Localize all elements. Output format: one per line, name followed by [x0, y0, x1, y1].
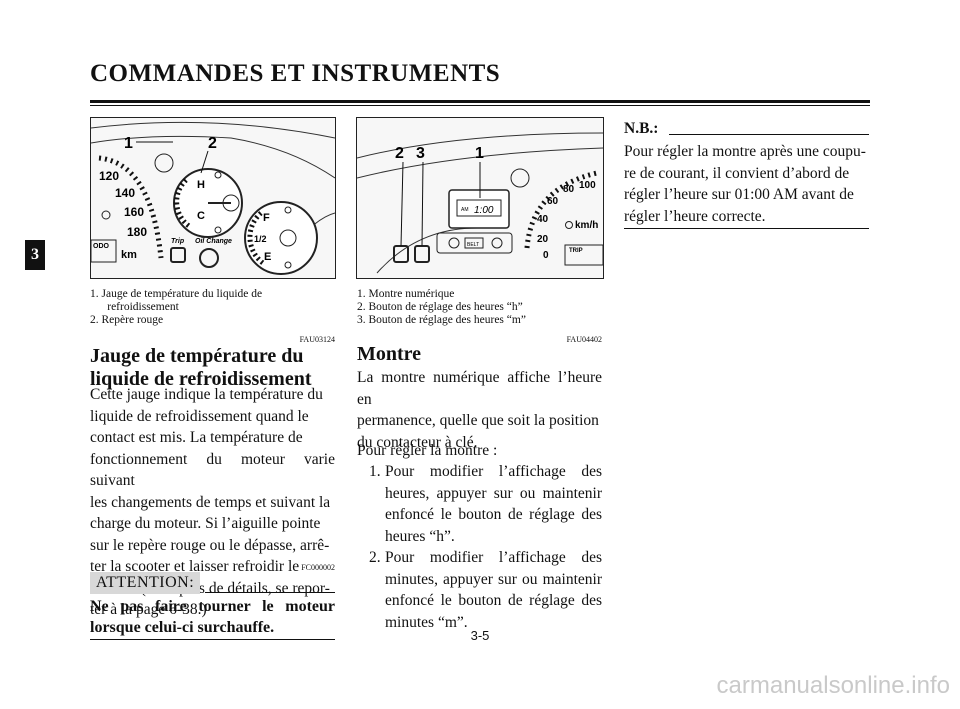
speed-label-100: 100 [579, 180, 596, 191]
text-line: contact est mis. La température de [90, 429, 303, 446]
text-line: permanence, quelle que soit la position [357, 412, 599, 429]
nb-rule [669, 134, 869, 135]
caption-line: 3. Bouton de réglage des heures “m” [357, 314, 526, 326]
text-line: régler l’heure sur 01:00 AM avant de [624, 186, 854, 203]
step-text: Pour modifier l’affichage des heures, ap… [385, 461, 602, 547]
nb-header: N.B.: [624, 120, 869, 142]
text-line: les changements de temps et suivant la [90, 493, 331, 511]
attention-rule [205, 592, 335, 593]
step-line: Pour modifier l’affichage des [385, 549, 602, 566]
caption-line: 1. Jauge de température du liquide de [90, 288, 263, 300]
attention-code: FC000002 [301, 563, 335, 572]
callout-3: 3 [416, 145, 425, 162]
trip-button-label: Trip [171, 238, 185, 245]
gauge-label-h: H [197, 179, 205, 191]
oil-change-label: Oil Change [195, 238, 232, 245]
text-line: charge du moteur. Si l’aiguille pointe [90, 515, 321, 532]
section-code: FAU03124 [299, 335, 335, 344]
watermark: carmanualsonline.info [716, 672, 950, 699]
nb-paragraph: Pour régler la montre après une coupu- r… [624, 141, 869, 227]
section-code: FAU04402 [566, 335, 602, 344]
clock-paragraph: La montre numérique affiche l’heure en p… [357, 367, 602, 453]
nb-label: N.B.: [624, 120, 659, 137]
text-line: régler l’heure correcte. [624, 207, 766, 225]
speed-label-20: 20 [537, 234, 549, 245]
clock-display: 1:00 [474, 205, 494, 216]
text-line: fonctionnement du moteur varie suivant [90, 450, 335, 490]
step-line: heures “h”. [385, 527, 455, 545]
section-heading-coolant: Jauge de température du liquide de refro… [90, 345, 340, 391]
odo-label: ODO [93, 243, 110, 250]
trip-label: TRIP [569, 248, 583, 254]
gauge-label-e: E [264, 251, 271, 263]
warning-text-2: lorsque celui-ci surchauffe. [90, 617, 335, 638]
step-line: enfoncé le bouton de réglage des [385, 592, 602, 609]
text-line: Pour régler la montre après une coupu- [624, 143, 866, 160]
step-line: enfoncé le bouton de réglage des [385, 506, 602, 523]
warning-text: Ne pas faire tourner le moteur [90, 596, 335, 617]
warning-rule [90, 639, 335, 640]
speed-label-120: 120 [99, 169, 119, 183]
callout-1: 1 [124, 135, 133, 152]
callout-2: 2 [395, 145, 404, 162]
step-2: 2. Pour modifier l’affichage des minutes… [357, 547, 602, 633]
callout-1: 1 [475, 145, 484, 162]
gauge-label-half: 1/2 [254, 234, 267, 244]
title-rule-thin [90, 105, 870, 106]
speed-label-40: 40 [537, 214, 549, 225]
caption-line: refroidissement [90, 301, 179, 313]
step-line: minutes “m”. [385, 613, 468, 631]
page-title: COMMANDES ET INSTRUMENTS [90, 60, 501, 87]
left-figure-captions: 1. Jauge de température du liquide de re… [90, 288, 335, 327]
speed-label-160: 160 [124, 205, 144, 219]
speed-label-km: km [121, 249, 137, 261]
speed-label-80: 80 [563, 184, 575, 195]
text-line: La montre numérique affiche l’heure en [357, 369, 602, 408]
caption-line: 2. Bouton de réglage des heures “h” [357, 301, 523, 313]
speed-label-0: 0 [543, 250, 549, 261]
speed-label-kmh: km/h [575, 220, 598, 231]
step-line: minutes, appuyer sur ou maintenir [385, 570, 602, 588]
speed-label-140: 140 [115, 186, 135, 200]
coolant-gauge-figure: 120 140 160 180 km ODO H C F 1/2 E Trip … [90, 117, 336, 279]
title-rule [90, 100, 870, 103]
clock-steps: 1. Pour modifier l’affichage des heures,… [357, 461, 602, 633]
heading-line: liquide de refroidissement [90, 368, 312, 390]
warning-line: lorsque celui-ci surchauffe. [90, 619, 275, 636]
step-number: 1. [369, 463, 381, 480]
attention-banner: ATTENTION: [90, 572, 200, 594]
belt-label: BELT [467, 242, 479, 248]
heading-line: Jauge de température du [90, 345, 304, 367]
caption-line: 1. Montre numérique [357, 288, 455, 300]
clock-instructions-intro: Pour régler la montre : [357, 442, 498, 459]
middle-figure-captions: 1. Montre numérique 2. Bouton de réglage… [357, 288, 602, 327]
caption-line: 2. Repère rouge [90, 314, 164, 326]
page-number: 3-5 [470, 628, 490, 643]
text-line: Cette jauge indique la température du [90, 386, 323, 403]
callout-2: 2 [208, 135, 217, 152]
clock-am: AM [461, 207, 469, 213]
step-number: 2. [369, 549, 381, 566]
step-1: 1. Pour modifier l’affichage des heures,… [357, 461, 602, 547]
gauge-label-f: F [263, 212, 270, 224]
text-line: ter à la page 6-38.) [90, 601, 207, 618]
text-line: sur le repère rouge ou le dépasse, arrê- [90, 536, 330, 554]
attention-label: ATTENTION: [95, 574, 195, 591]
chapter-tab: 3 [25, 240, 45, 270]
gauge-label-c: C [197, 210, 205, 222]
text-line: re de courant, il convient d’abord de [624, 164, 850, 182]
step-text: Pour modifier l’affichage des minutes, a… [385, 547, 602, 633]
section-heading-clock: Montre [357, 343, 422, 365]
text-line: ter la scooter et laisser refroidir le [90, 558, 300, 575]
text-line: liquide de refroidissement quand le [90, 407, 309, 425]
step-line: heures, appuyer sur ou maintenir [385, 484, 602, 502]
speed-label-60: 60 [547, 196, 559, 207]
text-line: du contacteur à clé. [357, 433, 478, 451]
warning-line: Ne pas faire tourner le moteur [90, 598, 335, 615]
nb-bottom-rule [624, 228, 869, 229]
step-line: Pour modifier l’affichage des [385, 463, 602, 480]
speed-label-180: 180 [127, 225, 147, 239]
digital-clock-figure: AM 1:00 0 20 40 60 80 100 km/h TRIP BELT… [356, 117, 604, 279]
